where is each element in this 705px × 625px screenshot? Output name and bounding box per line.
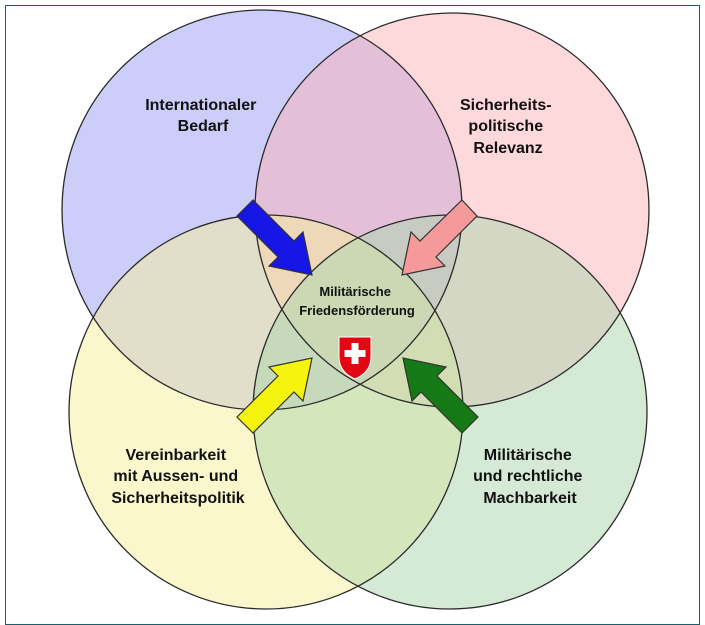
swiss-cross-shield-icon: [338, 336, 372, 380]
label-compatibility-line1: Vereinbarkeit: [126, 447, 227, 464]
label-compatibility-line2: mit Aussen- und: [113, 468, 238, 485]
label-compatibility: Vereinbarkeit mit Aussen- und Sicherheit…: [111, 447, 244, 507]
label-feasibility-line1: Militärische: [484, 447, 572, 464]
label-security-line1: Sicherheits-: [460, 97, 552, 114]
label-international-line1: Internationaler: [145, 97, 256, 114]
label-feasibility: Militärische und rechtliche Machbarkeit: [473, 447, 587, 507]
arrow-security: [401, 199, 478, 276]
center-label-line2: Friedensförderung: [299, 303, 415, 318]
label-security-line2: politische: [468, 118, 543, 135]
label-security: Sicherheits- politische Relevanz: [460, 97, 556, 157]
arrow-international: [236, 199, 313, 276]
label-security-line3: Relevanz: [473, 140, 542, 157]
label-international-line2: Bedarf: [178, 118, 229, 135]
label-feasibility-line2: und rechtliche: [473, 468, 582, 485]
label-international: Internationaler Bedarf: [145, 97, 261, 135]
arrow-compatibility: [236, 357, 313, 434]
center-label: Militärische Friedensförderung: [299, 284, 415, 318]
label-feasibility-line3: Machbarkeit: [483, 490, 577, 507]
arrow-feasibility: [402, 357, 479, 434]
center-label-line1: Militärische: [319, 284, 391, 299]
label-compatibility-line3: Sicherheitspolitik: [111, 490, 244, 507]
